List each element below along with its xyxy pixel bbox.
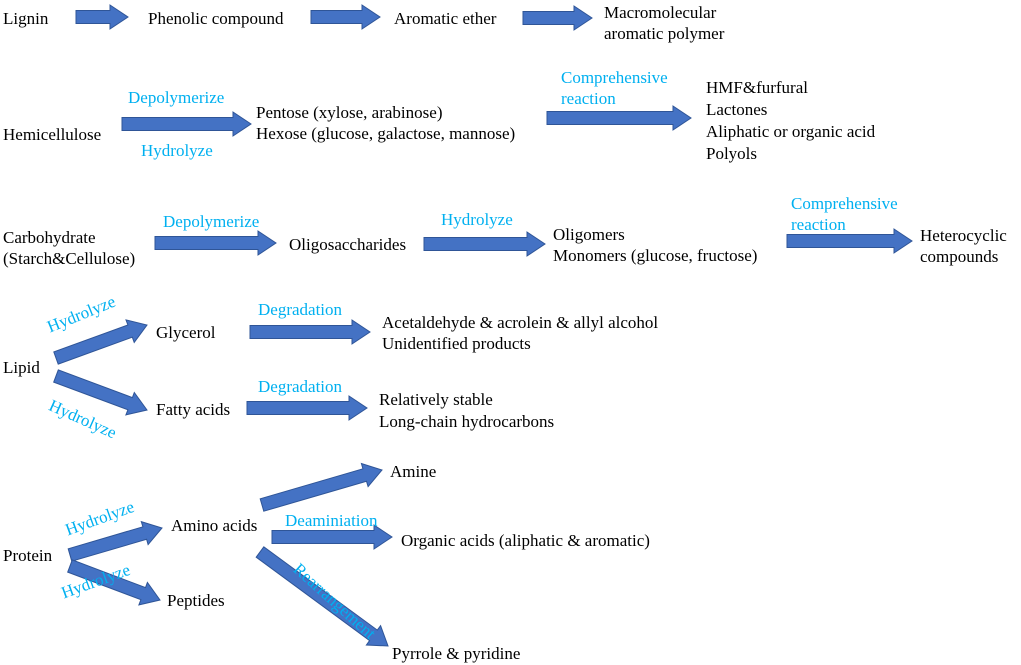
oligomers-label: Oligomers (553, 225, 625, 244)
lignin-label: Lignin (3, 9, 49, 28)
lignin-arrow-2 (310, 4, 381, 30)
deamination-arrow (271, 524, 393, 550)
unidentified-products-label: Unidentified products (382, 334, 531, 353)
protein-hydrolyze-down-arrow (67, 559, 161, 606)
carbohydrate-comprehensive-label: Comprehensive (791, 194, 898, 213)
compounds-label: compounds (920, 247, 999, 266)
hemicellulose-hydrolyze-label: Hydrolyze (141, 141, 213, 160)
fatty-degradation-label: Degradation (258, 377, 343, 396)
lignin-arrow-1 (75, 4, 129, 30)
aromatic-polymer-label: aromatic polymer (604, 24, 725, 43)
protein-hydrolyze-up-arrow (67, 520, 163, 562)
organic-acids-label: Organic acids (aliphatic & aromatic) (401, 531, 650, 550)
carbohydrate-hydrolyze-label: Hydrolyze (441, 210, 513, 229)
glycerol-degradation-arrow (249, 319, 371, 345)
carbohydrate-reaction-label: reaction (791, 215, 846, 234)
fatty-acids-label: Fatty acids (156, 400, 231, 419)
hmf-furfural-label: HMF&furfural (706, 78, 808, 97)
amino-acids-label: Amino acids (171, 516, 258, 535)
lipid-hydrolyze-down-arrow (53, 369, 148, 416)
amine-label: Amine (390, 462, 437, 481)
starch-cellulose-label: (Starch&Cellulose) (3, 249, 136, 268)
peptides-label: Peptides (167, 591, 225, 610)
aromatic-ether-label: Aromatic ether (394, 9, 497, 28)
lignin-arrow-3 (522, 5, 593, 31)
relatively-stable-label: Relatively stable (379, 390, 493, 409)
carbohydrate-arrow-2 (423, 231, 546, 257)
hemicellulose-arrow-1 (121, 111, 252, 137)
pyrrole-pyridine-label: Pyrrole & pyridine (392, 644, 521, 663)
deamination-label: Deaminiation (285, 511, 378, 530)
hemicellulose-label: Hemicellulose (3, 125, 102, 144)
lipid-hydrolyze-up-arrow (53, 319, 148, 365)
glycerol-degradation-label: Degradation (258, 300, 343, 319)
phenolic-compound-label: Phenolic compound (148, 9, 284, 28)
rearrangement-arrow (255, 546, 389, 647)
hemicellulose-reaction-label: reaction (561, 89, 616, 108)
lactones-label: Lactones (706, 100, 768, 119)
oligosaccharides-label: Oligosaccharides (289, 235, 407, 254)
polyols-label: Polyols (706, 144, 758, 163)
pentose-label: Pentose (xylose, arabinose) (256, 103, 443, 122)
hemicellulose-comprehensive-label: Comprehensive (561, 68, 668, 87)
acetaldehyde-label: Acetaldehyde & acrolein & allyl alcohol (382, 313, 659, 332)
fatty-degradation-arrow (246, 395, 368, 421)
protein-label: Protein (3, 546, 53, 565)
heterocyclic-label: Heterocyclic (920, 226, 1007, 245)
long-chain-hydrocarbons-label: Long-chain hydrocarbons (379, 412, 555, 431)
hemicellulose-arrow-2 (546, 105, 692, 131)
monomers-label: Monomers (glucose, fructose) (553, 246, 758, 265)
lipid-label: Lipid (3, 358, 40, 377)
glycerol-label: Glycerol (156, 323, 216, 342)
aliphatic-acid-label: Aliphatic or organic acid (706, 122, 876, 141)
amine-arrow (259, 462, 383, 512)
macromolecular-label: Macromolecular (604, 3, 717, 22)
carbohydrate-arrow-3 (786, 228, 913, 254)
hexose-label: Hexose (glucose, galactose, mannose) (256, 124, 516, 143)
hemicellulose-depolymerize-label: Depolymerize (128, 88, 225, 107)
carbohydrate-label: Carbohydrate (3, 228, 96, 247)
carbohydrate-depolymerize-label: Depolymerize (163, 212, 260, 231)
carbohydrate-arrow-1 (154, 230, 277, 256)
